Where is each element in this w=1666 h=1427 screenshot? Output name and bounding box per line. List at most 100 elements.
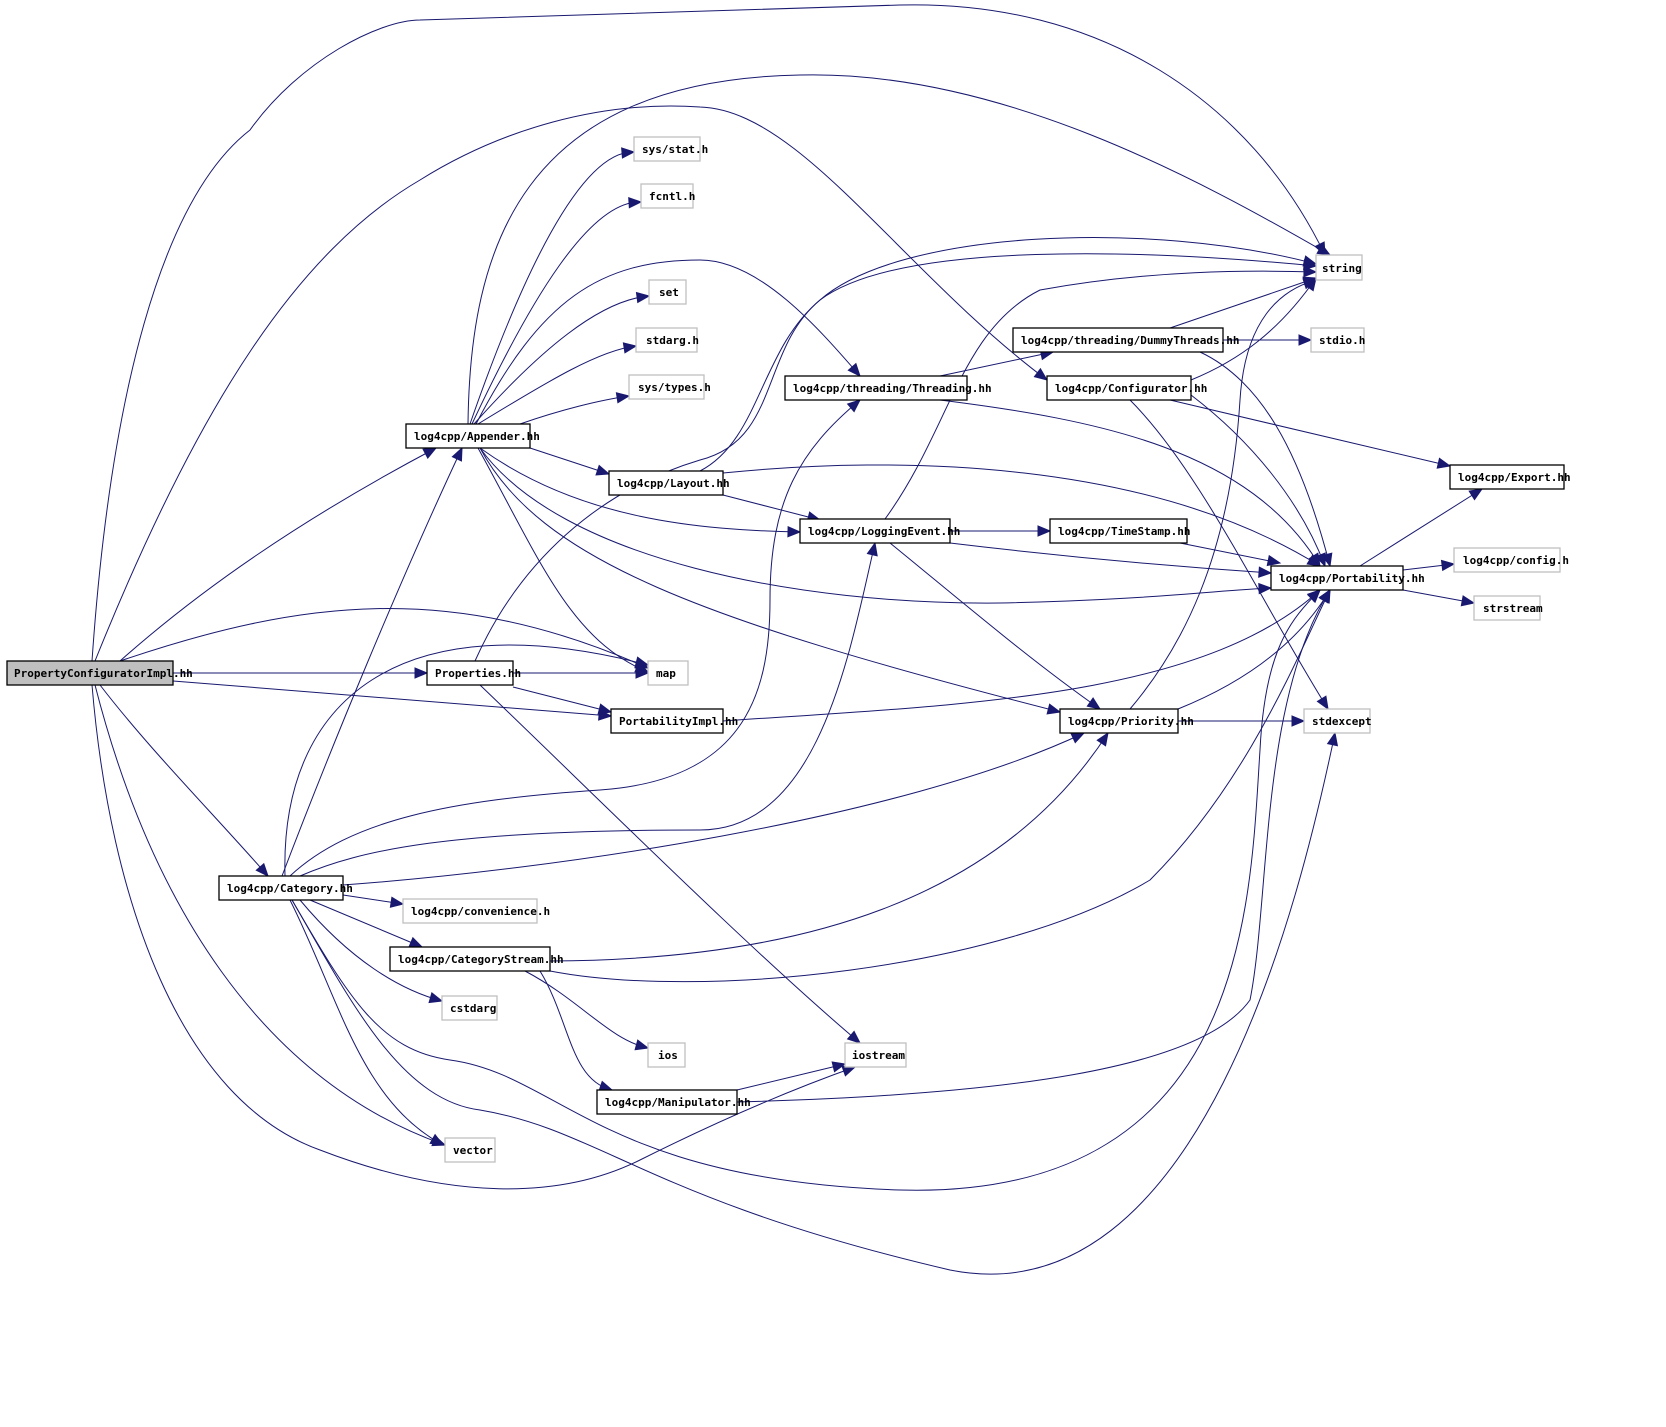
arrowhead-icon	[846, 399, 861, 413]
arrowhead-icon	[787, 525, 802, 538]
edge-properties-to-iostream	[479, 684, 861, 1044]
svg-text:iostream: iostream	[852, 1049, 905, 1062]
edge-timestamp-to-portability	[1179, 542, 1281, 564]
arrowhead-icon	[1258, 566, 1273, 578]
node-portability[interactable]: log4cpp/Portability.hh	[1270, 565, 1425, 591]
svg-text:log4cpp/convenience.h: log4cpp/convenience.h	[411, 905, 550, 918]
node-threading[interactable]: log4cpp/threading/Threading.hh	[784, 375, 992, 401]
arrowhead-icon	[1440, 559, 1456, 572]
arrowhead-icon	[634, 656, 650, 668]
node-timestamp[interactable]: log4cpp/TimeStamp.hh	[1049, 518, 1190, 544]
arrowhead-icon	[429, 1133, 445, 1146]
arrowhead-icon	[635, 667, 650, 679]
edge-appender-to-priority	[479, 447, 1061, 713]
edge-root-to-map	[119, 608, 649, 669]
edge-category-to-vector	[289, 899, 444, 1146]
node-export[interactable]: log4cpp/Export.hh	[1449, 464, 1571, 490]
arrowhead-icon	[1318, 588, 1331, 604]
edge-root-to-appender	[119, 447, 437, 662]
node-iostream[interactable]: iostream	[844, 1042, 907, 1068]
node-sys-types[interactable]: sys/types.h	[628, 374, 711, 400]
node-manipulator[interactable]: log4cpp/Manipulator.hh	[596, 1089, 751, 1115]
arrowhead-icon	[841, 1065, 857, 1077]
svg-text:set: set	[659, 286, 679, 299]
node-configurator[interactable]: log4cpp/Configurator.hh	[1046, 375, 1207, 401]
edge-manipulator-to-portability	[736, 589, 1331, 1103]
svg-text:log4cpp/Portability.hh: log4cpp/Portability.hh	[1279, 572, 1425, 585]
svg-text:PortabilityImpl.hh: PortabilityImpl.hh	[619, 715, 738, 728]
arrowhead-icon	[846, 1030, 861, 1044]
edge-portimpl-to-portability	[722, 589, 1321, 722]
arrowhead-icon	[628, 197, 643, 209]
edge-priority-to-string	[1129, 279, 1317, 710]
node-category[interactable]: log4cpp/Category.hh	[218, 875, 353, 901]
node-stdexcept[interactable]: stdexcept	[1303, 708, 1372, 734]
node-set[interactable]: set	[648, 279, 687, 305]
node-string[interactable]: string	[1315, 254, 1363, 281]
edge-dummy-to-string	[1169, 277, 1317, 329]
edge-portability-to-export	[1359, 488, 1483, 567]
nodes-layer: PropertyConfiguratorImpl.hh log4cpp/Appe…	[6, 136, 1571, 1163]
arrowhead-icon	[1258, 582, 1273, 595]
node-priority[interactable]: log4cpp/Priority.hh	[1059, 708, 1194, 734]
arrowhead-icon	[1291, 715, 1306, 727]
edge-appender-to-sysstat	[469, 151, 635, 425]
node-ios[interactable]: ios	[647, 1042, 686, 1068]
node-convenience[interactable]: log4cpp/convenience.h	[402, 898, 550, 924]
arrowhead-icon	[1096, 731, 1109, 747]
svg-text:log4cpp/threading/DummyThreads: log4cpp/threading/DummyThreads.hh	[1021, 334, 1240, 347]
node-strstream[interactable]: strstream	[1473, 595, 1543, 621]
node-layout[interactable]: log4cpp/Layout.hh	[608, 470, 730, 496]
node-fcntl[interactable]: fcntl.h	[640, 183, 695, 209]
svg-text:strstream: strstream	[1483, 602, 1543, 615]
arrowhead-icon	[255, 862, 269, 877]
arrowhead-icon	[615, 392, 631, 404]
arrowhead-icon	[597, 703, 613, 715]
svg-text:cstdarg: cstdarg	[450, 1002, 496, 1015]
edge-root-to-category	[99, 684, 269, 877]
svg-text:stdexcept: stdexcept	[1312, 715, 1372, 728]
edge-category-to-appender	[281, 447, 463, 877]
svg-text:PropertyConfiguratorImpl.hh: PropertyConfiguratorImpl.hh	[14, 667, 193, 680]
svg-text:log4cpp/Appender.hh: log4cpp/Appender.hh	[414, 430, 540, 443]
edges-layer	[91, 4, 1484, 1275]
arrowhead-icon	[1302, 255, 1318, 267]
arrowhead-icon	[414, 667, 429, 679]
node-cstdarg[interactable]: cstdarg	[441, 995, 498, 1021]
node-category-stream[interactable]: log4cpp/CategoryStream.hh	[389, 946, 564, 972]
svg-text:vector: vector	[453, 1144, 493, 1157]
node-dummy-threads[interactable]: log4cpp/threading/DummyThreads.hh	[1012, 327, 1240, 353]
svg-text:log4cpp/Priority.hh: log4cpp/Priority.hh	[1068, 715, 1194, 728]
svg-text:log4cpp/Layout.hh: log4cpp/Layout.hh	[617, 477, 730, 490]
edge-root-to-iostream	[91, 684, 856, 1190]
arrowhead-icon	[1037, 525, 1052, 537]
node-root[interactable]: PropertyConfiguratorImpl.hh	[6, 660, 193, 686]
node-stdarg[interactable]: stdarg.h	[635, 327, 699, 353]
node-portability-impl[interactable]: PortabilityImpl.hh	[610, 708, 738, 734]
edge-loggingevent-to-portability	[949, 542, 1272, 574]
arrowhead-icon	[1302, 278, 1318, 290]
node-vector[interactable]: vector	[444, 1137, 496, 1163]
edge-priority-to-portability	[1177, 589, 1331, 710]
node-appender[interactable]: log4cpp/Appender.hh	[405, 423, 540, 449]
edge-appender-to-layout	[529, 447, 610, 475]
node-config[interactable]: log4cpp/config.h	[1453, 547, 1569, 573]
edge-root-to-vector	[94, 684, 446, 1146]
node-map[interactable]: map	[647, 660, 689, 686]
edge-loggingevent-to-priority	[889, 542, 1101, 710]
arrowhead-icon	[1298, 334, 1313, 346]
node-logging-event[interactable]: log4cpp/LoggingEvent.hh	[799, 518, 960, 544]
edge-category-to-stdexcept	[291, 732, 1336, 1275]
edge-category-to-loggingevent	[299, 542, 876, 877]
node-properties[interactable]: Properties.hh	[426, 660, 521, 686]
arrowhead-icon	[1326, 731, 1339, 747]
arrowhead-icon	[1460, 595, 1476, 607]
arrowhead-icon	[1436, 457, 1452, 469]
svg-text:sys/stat.h: sys/stat.h	[642, 143, 708, 156]
node-sys-stat[interactable]: sys/stat.h	[633, 136, 708, 162]
svg-text:map: map	[656, 667, 676, 680]
edge-configurator-to-export	[1169, 399, 1451, 467]
arrowhead-icon	[1307, 589, 1321, 603]
svg-text:log4cpp/Manipulator.hh: log4cpp/Manipulator.hh	[605, 1096, 751, 1109]
node-stdio[interactable]: stdio.h	[1310, 327, 1365, 353]
